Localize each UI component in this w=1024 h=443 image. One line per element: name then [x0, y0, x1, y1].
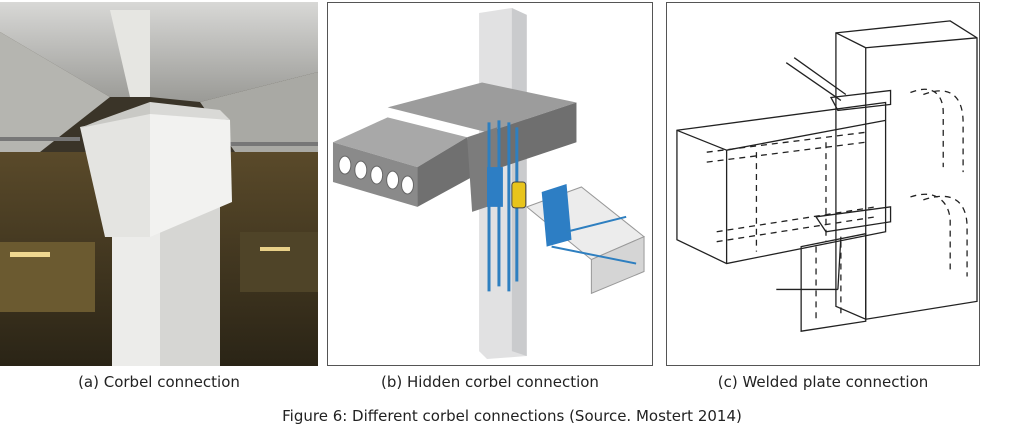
corbel-connection-photo [0, 2, 318, 366]
panel-c-caption: (c) Welded plate connection [717, 373, 929, 391]
hidden-corbel-connection-render [327, 2, 653, 366]
panel-a-caption: (a) Corbel connection [78, 373, 240, 391]
welded-plate-connection-drawing [666, 2, 980, 366]
panel-b-caption: (b) Hidden corbel connection [381, 373, 599, 391]
figure-caption: Figure 6: Different corbel connections (… [282, 407, 742, 425]
